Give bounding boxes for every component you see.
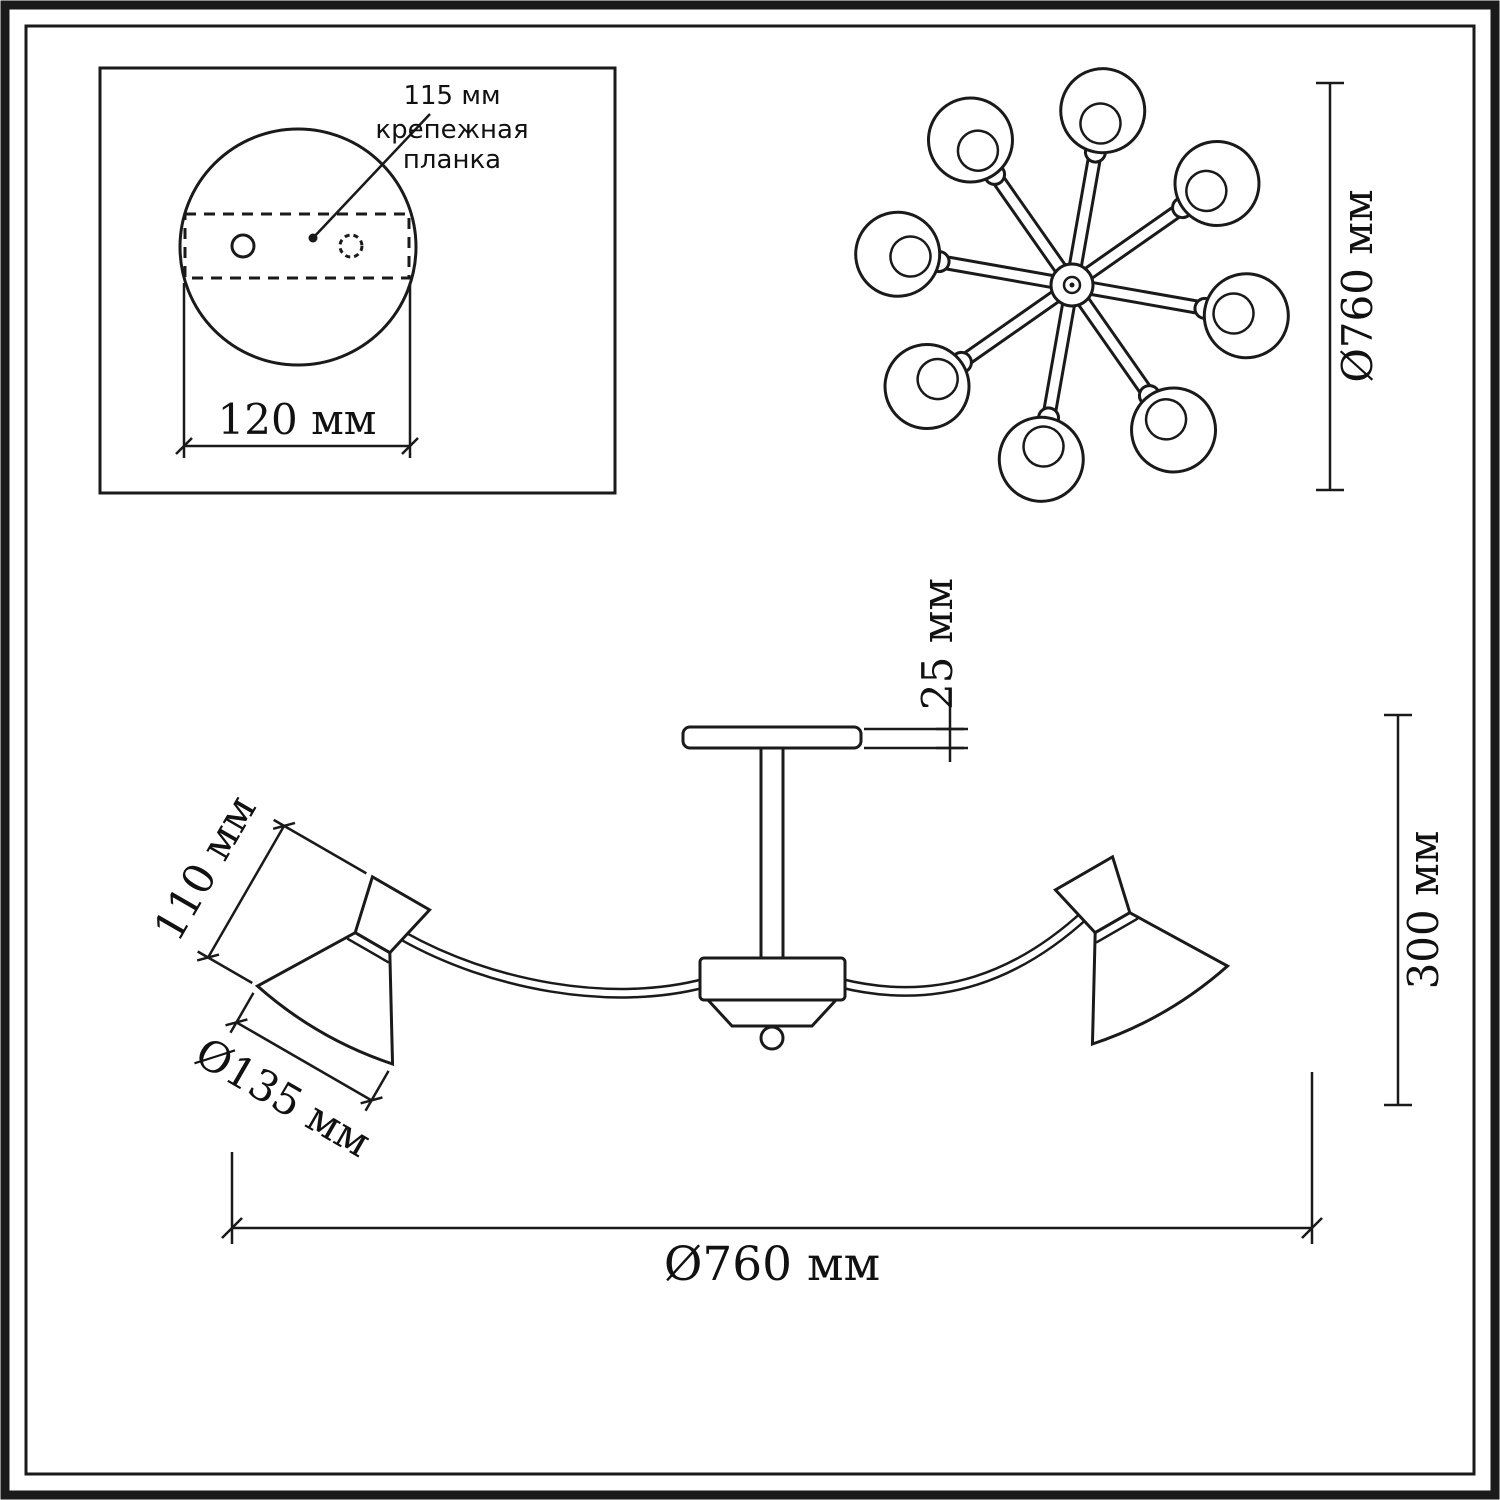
inner-frame <box>24 24 1476 1476</box>
center-body-bottom <box>704 998 840 1028</box>
plate-width-label: 120 мм <box>218 395 377 444</box>
arm-7 <box>854 210 1061 298</box>
arm-3 <box>1083 272 1290 360</box>
detail-box <box>98 66 617 495</box>
mount-plate-view: 115 мм крепежная планка 120 мм <box>98 66 617 495</box>
finial-ball <box>759 1025 785 1051</box>
bracket-name-label-1: крепежная <box>375 115 528 145</box>
left-arm <box>400 931 707 999</box>
canopy-circle <box>178 127 418 367</box>
bracket-name-label-2: планка <box>403 145 501 175</box>
top-view: Ø760 мм <box>854 67 1382 503</box>
arm-5 <box>997 296 1085 503</box>
fixture-height-label: 300 мм <box>1399 831 1448 990</box>
mount-hole-right <box>338 233 364 259</box>
ceiling-plate <box>681 725 863 750</box>
right-arm <box>838 908 1091 997</box>
arm-2 <box>1078 139 1261 284</box>
arm-4 <box>1073 291 1218 474</box>
fixture-width-label: Ø760 мм <box>664 1237 880 1292</box>
arm-8 <box>926 96 1071 279</box>
shade-height-label: 110 мм <box>144 787 266 949</box>
hub-inner <box>1062 275 1082 295</box>
left-shade: 110 мм Ø135 мм <box>144 787 432 1167</box>
left-shade-cone <box>254 931 395 1067</box>
canopy-height-label: 25 мм <box>913 578 962 710</box>
side-view: 110 мм Ø135 мм 25 мм 300 мм <box>144 578 1448 1292</box>
top-view-diameter-label: Ø760 мм <box>1333 189 1382 382</box>
stem <box>759 744 785 962</box>
right-shade <box>1053 854 1231 1047</box>
hub-dot <box>1069 282 1075 288</box>
bracket-width-label: 115 мм <box>403 81 500 111</box>
mount-bracket-dashed <box>183 212 411 280</box>
center-body <box>698 956 847 1002</box>
leader-line <box>312 113 431 239</box>
right-shade-cone <box>1090 911 1231 1047</box>
arm-6 <box>883 286 1066 431</box>
mount-hole-left <box>230 233 256 259</box>
